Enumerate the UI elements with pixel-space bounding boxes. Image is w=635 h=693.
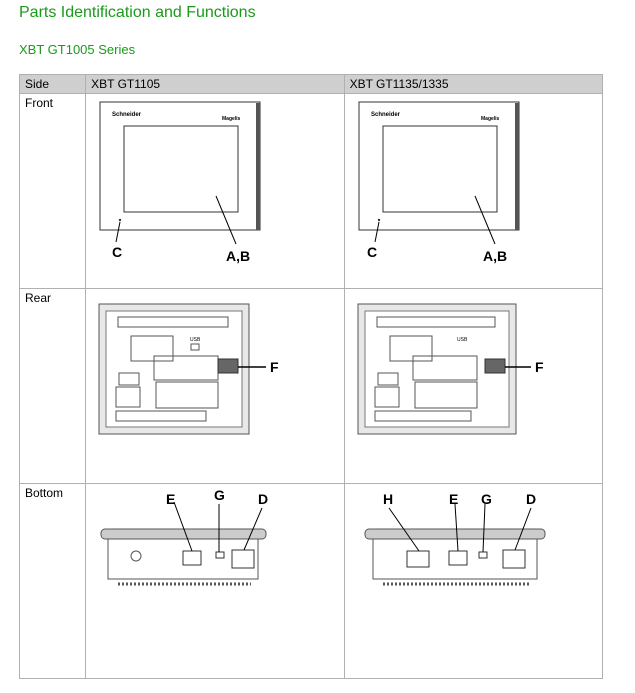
table-row: Front Schneider Magelis C A,B Schneider … [18, 93, 604, 289]
parts-table: Side XBT GT1105 XBT GT1135/1335 Front Sc… [18, 74, 604, 679]
page-title: Parts Identification and Functions [19, 4, 256, 21]
bottom-drawing-gt1135: H E G D [343, 483, 604, 679]
bottom-drawing-gt1105: E G D [85, 483, 345, 679]
callout-c: C [112, 244, 122, 260]
row-side: Bottom [18, 483, 87, 679]
callout-d: D [526, 491, 536, 507]
row-side: Front [18, 93, 87, 289]
front-drawing-gt1135: Schneider Magelis C A,B [343, 93, 604, 289]
callout-f: F [270, 359, 279, 375]
front-view-illustration: Schneider Magelis C A,B [358, 101, 520, 264]
callout-ab: A,B [483, 248, 507, 264]
row-side: Rear [18, 288, 87, 484]
brand-logo: Schneider [112, 112, 142, 118]
callout-e: E [166, 491, 175, 507]
callout-g: G [481, 491, 492, 507]
front-drawing-gt1105: Schneider Magelis C A,B [85, 93, 345, 289]
model-badge: Magelis [222, 116, 241, 122]
usb-port-label: USB [457, 337, 468, 343]
front-view-illustration: Schneider Magelis C A,B [99, 101, 261, 264]
brand-logo: Schneider [371, 112, 401, 118]
rear-drawing-gt1105: USB F [85, 288, 345, 484]
header-gt1105: XBT GT1105 [85, 74, 345, 94]
rear-view-illustration: USB F [357, 303, 544, 435]
bottom-view-illustration: E G D [100, 487, 268, 586]
rear-view-illustration: USB F [98, 303, 279, 435]
model-badge: Magelis [481, 116, 500, 122]
header-gt1135: XBT GT1135/1335 [343, 74, 604, 94]
callout-g: G [214, 487, 225, 503]
table-row: Rear USB F USB F [18, 288, 604, 484]
bottom-view-illustration: H E G D [364, 491, 546, 586]
callout-h: H [383, 491, 393, 507]
usb-port-label: USB [190, 337, 201, 343]
callout-f: F [535, 359, 544, 375]
callout-c: C [367, 244, 377, 260]
callout-e: E [449, 491, 458, 507]
callout-ab: A,B [226, 248, 250, 264]
rear-drawing-gt1135: USB F [343, 288, 604, 484]
table-header: Side XBT GT1105 XBT GT1135/1335 [18, 74, 604, 94]
callout-d: D [258, 491, 268, 507]
header-side: Side [18, 74, 87, 94]
table-row: Bottom E G D H E G D [18, 483, 604, 679]
section-title: XBT GT1005 Series [19, 42, 136, 57]
